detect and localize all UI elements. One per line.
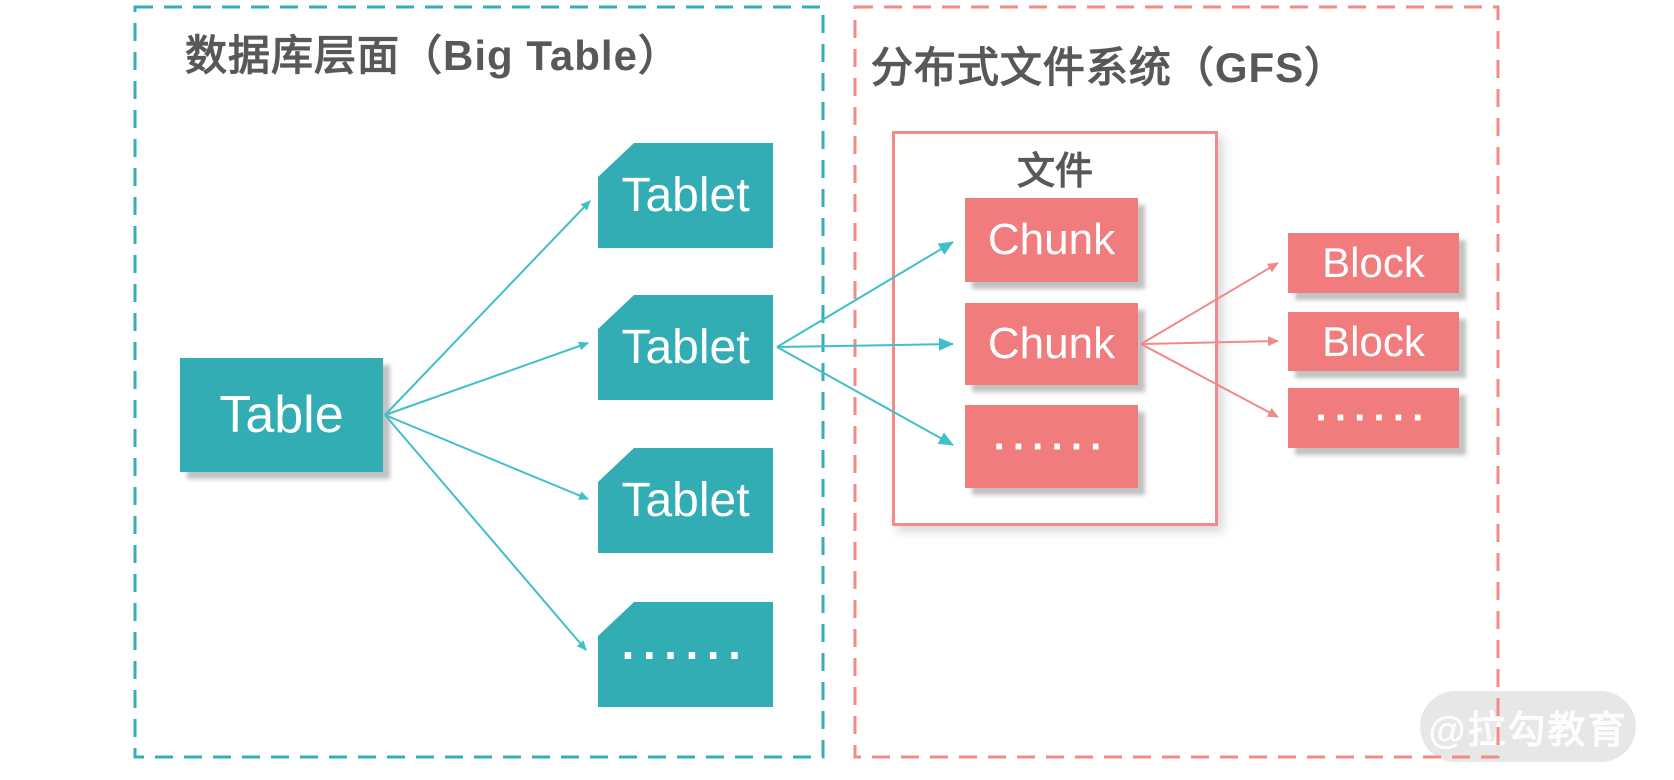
block-more-node: ······	[1288, 388, 1459, 448]
tablet-node-2: Tablet	[598, 295, 773, 400]
gfs-section-title: 分布式文件系统（GFS）	[870, 44, 1348, 91]
watermark-badge: @拉勾教育	[1420, 691, 1636, 762]
chunk-node-2-label: Chunk	[987, 319, 1116, 368]
tablet-node-3-label: Tablet	[621, 473, 750, 527]
file-group-label: 文件	[1016, 151, 1093, 193]
tablet-node-1-label: Tablet	[621, 168, 750, 222]
chunk-node-1: Chunk	[965, 198, 1138, 282]
bigtable-section-title: 数据库层面（Big Table）	[185, 32, 681, 79]
table-node-label: Table	[219, 386, 344, 444]
chunk-more-node-label: ······	[993, 424, 1110, 469]
arrow-table-to-tablet2	[384, 341, 589, 416]
tablet-node-1: Tablet	[598, 143, 773, 248]
block-node-2-label: Block	[1322, 317, 1425, 365]
chunk-node-1-label: Chunk	[987, 215, 1116, 264]
arrow-table-to-tablet3	[384, 414, 589, 500]
watermark-text: @拉勾教育	[1428, 710, 1628, 752]
block-node-2: Block	[1288, 312, 1459, 371]
tablet-node-2-label: Tablet	[621, 320, 750, 374]
tablet-more-node: ······	[598, 602, 773, 707]
chunk-node-2: Chunk	[965, 303, 1138, 385]
table-node: Table	[180, 358, 383, 472]
arrow-table-to-tablet1	[384, 200, 591, 416]
tablet-node-3: Tablet	[598, 448, 773, 553]
block-node-1-label: Block	[1322, 239, 1425, 286]
tablet-more-node-label: ······	[621, 628, 750, 681]
chunk-more-node: ······	[965, 405, 1138, 488]
arrow-table-to-tablet-more	[384, 414, 587, 651]
block-node-1: Block	[1288, 233, 1459, 293]
block-more-node-label: ······	[1315, 396, 1432, 440]
